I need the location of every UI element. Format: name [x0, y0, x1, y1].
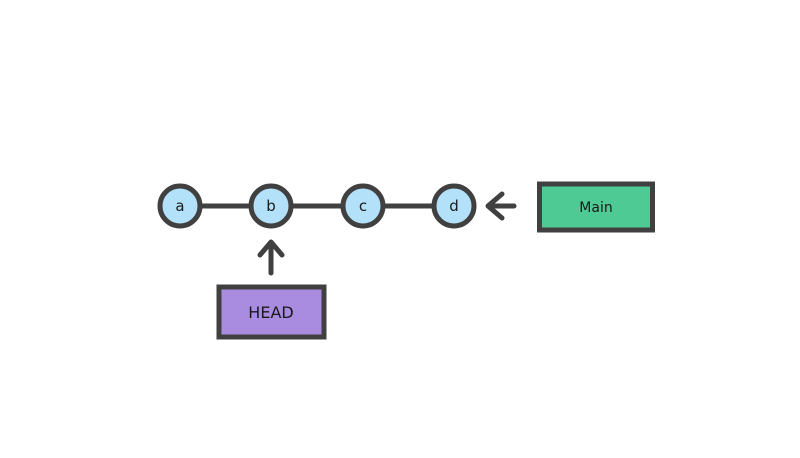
branch-box-main: Main	[537, 181, 655, 233]
head-label: HEAD	[248, 303, 293, 322]
commit-circle-d	[431, 183, 477, 229]
commit-node-c: c	[340, 183, 386, 229]
head-box: HEAD	[216, 284, 327, 340]
branch-label: Main	[579, 200, 612, 216]
commit-label-d: d	[449, 197, 459, 215]
commit-node-b: b	[248, 183, 294, 229]
commit-node-a: a	[157, 183, 203, 229]
commit-label-a: a	[175, 197, 184, 215]
commit-node-d: d	[431, 183, 477, 229]
head-up-arrow-icon	[257, 239, 285, 276]
commit-label-b: b	[266, 197, 276, 215]
commit-label-c: c	[359, 197, 367, 215]
commit-circle-a	[157, 183, 203, 229]
branch-rect	[537, 181, 655, 233]
commit-circle-b	[248, 183, 294, 229]
commit-circle-c	[340, 183, 386, 229]
head-rect	[216, 284, 327, 340]
main-left-arrow-icon	[485, 191, 517, 221]
